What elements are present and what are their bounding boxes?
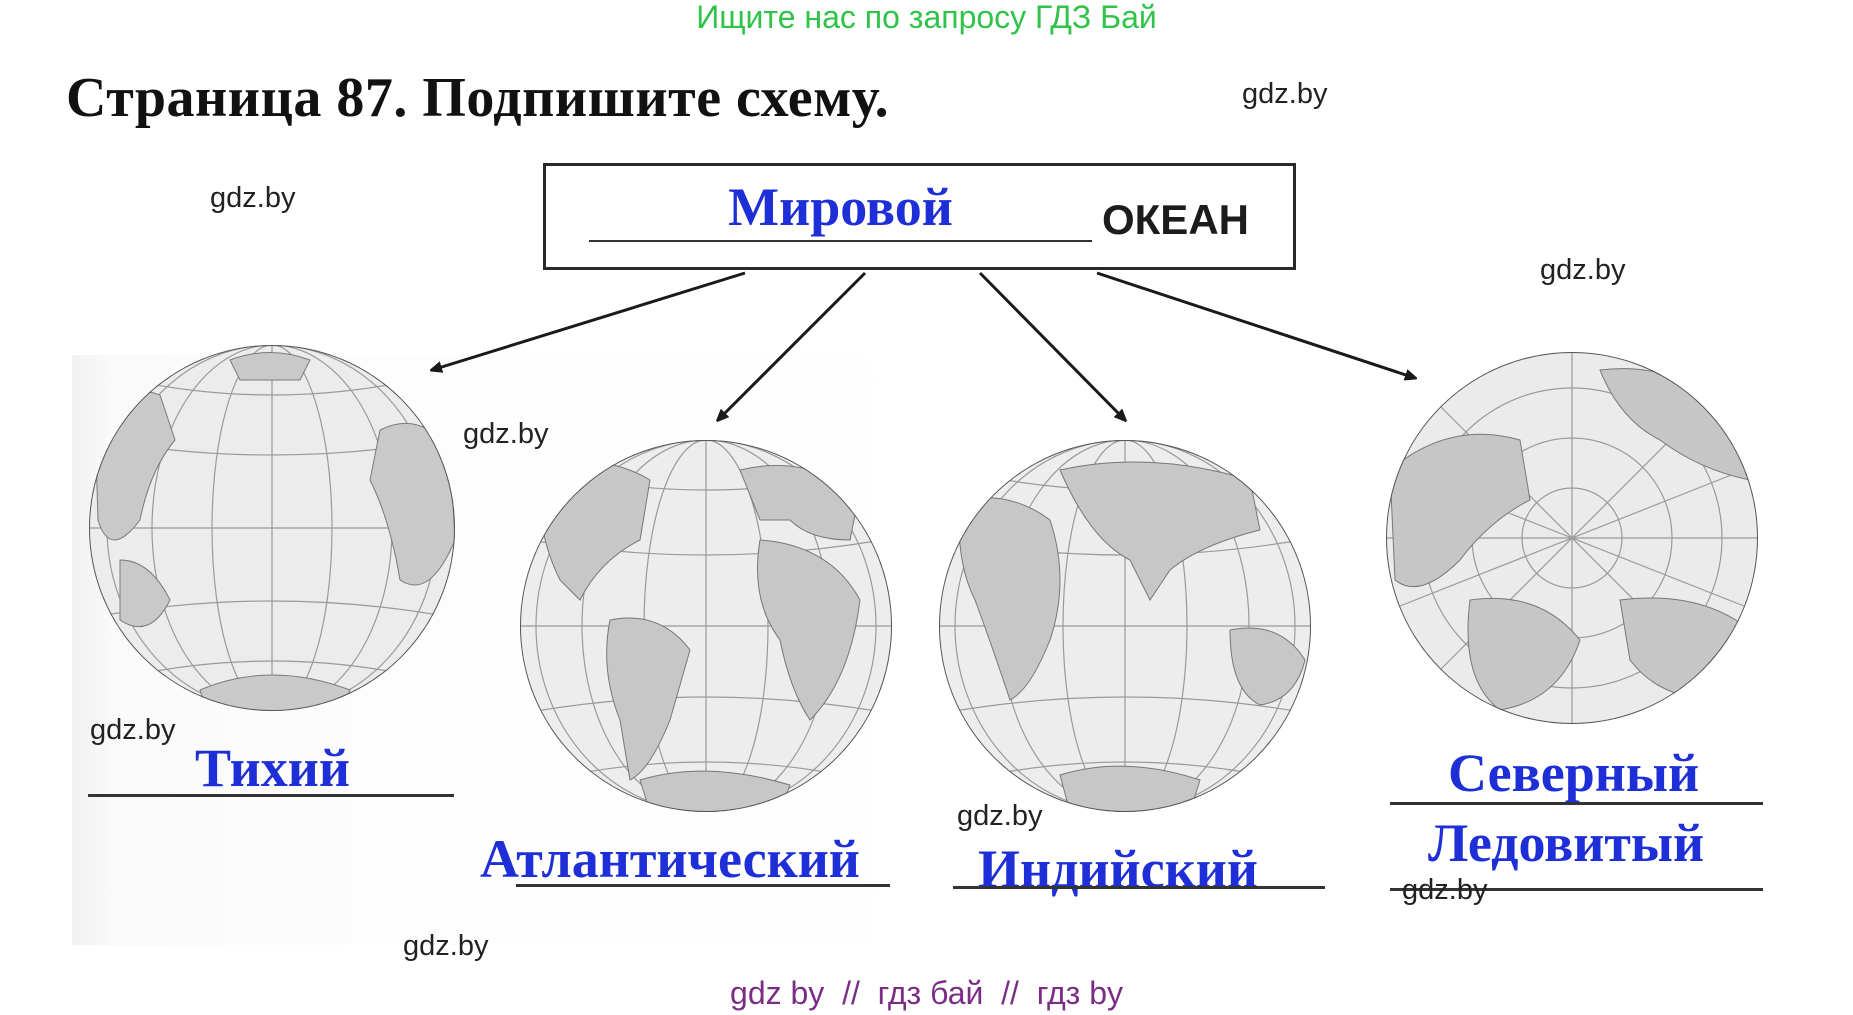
atlantic-answer-line <box>516 884 890 887</box>
arrow-to-indian <box>978 271 1125 420</box>
watermark: gdz.by <box>1540 254 1626 286</box>
ocean-label: ОКЕАН <box>1102 196 1249 243</box>
indian-globe <box>939 440 1311 812</box>
watermark: gdz.by <box>1402 874 1488 906</box>
watermark: gdz.by <box>957 800 1043 832</box>
world-ocean-answer: Мировой <box>728 177 953 237</box>
arctic-answer-line1: Северный <box>1448 743 1700 803</box>
page-title: Страница 87. Подпишите схему. <box>66 67 890 129</box>
pacific-answer-line <box>88 794 454 797</box>
atlantic-answer: Атлантический <box>480 829 860 889</box>
arctic-globe <box>1386 352 1758 724</box>
search-hint[interactable]: Ищите нас по запросу ГДЗ Бай <box>696 0 1157 35</box>
watermark: gdz.by <box>1242 78 1328 110</box>
watermark: gdz.by <box>463 418 549 450</box>
pacific-answer: Тихий <box>195 738 351 798</box>
world-ocean-box <box>543 163 1296 270</box>
watermark: gdz.by <box>90 714 176 746</box>
arctic-answer-line2: Ледовитый <box>1428 813 1705 873</box>
footer-links[interactable]: gdz by // гдз бай // гдз by <box>730 975 1123 1011</box>
arctic-answer-underline1 <box>1390 802 1763 805</box>
atlantic-globe <box>520 440 892 812</box>
indian-answer: Индийский <box>978 839 1258 899</box>
arrow-to-arctic <box>1096 271 1415 378</box>
arrow-to-pacific <box>432 271 746 370</box>
indian-answer-line <box>953 886 1325 889</box>
pacific-globe <box>89 345 455 711</box>
world-ocean-answer-line <box>589 240 1092 242</box>
arrows <box>432 271 1415 420</box>
watermark: gdz.by <box>210 182 296 214</box>
watermark: gdz.by <box>403 930 489 962</box>
arrow-to-atlantic <box>718 271 867 420</box>
arctic-answer-underline2 <box>1390 888 1763 891</box>
